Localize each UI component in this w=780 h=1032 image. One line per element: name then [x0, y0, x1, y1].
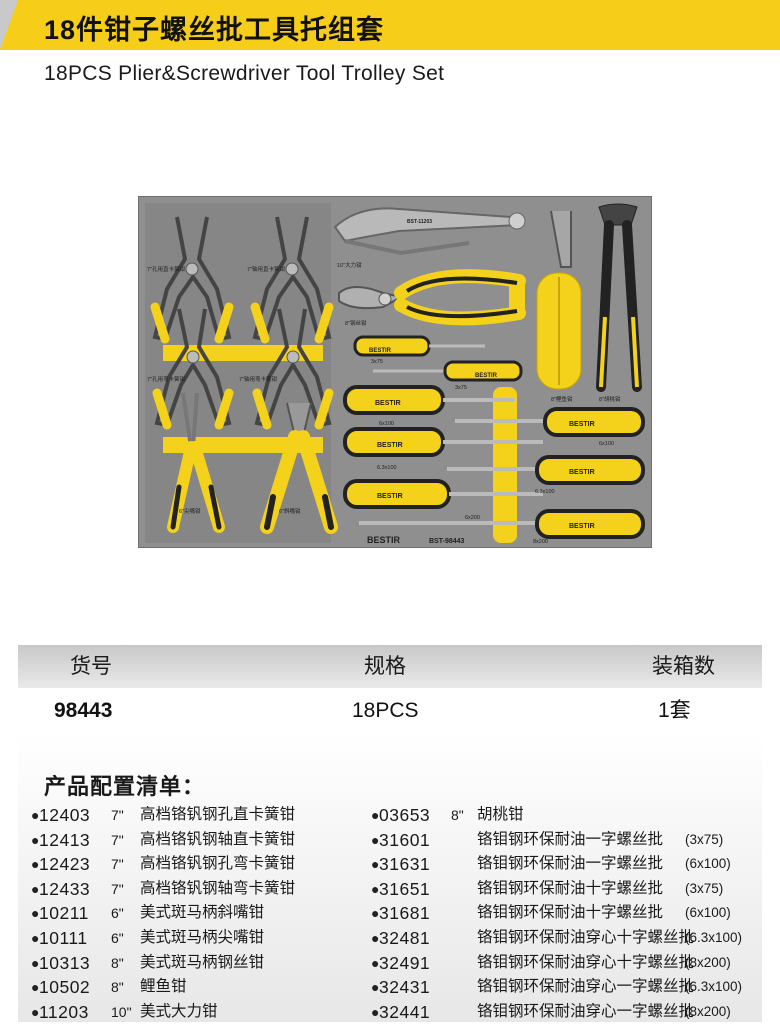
screwdriver-icon	[343, 427, 543, 457]
tray-label: 7"轴用弯卡簧钳	[239, 375, 278, 383]
tray-label: 6x200	[465, 515, 480, 521]
tray-label: 6x100	[599, 441, 614, 447]
tray-label: 3x75	[371, 359, 383, 365]
product-title-cn: 18件钳子螺丝批工具托组套	[44, 15, 385, 45]
header-item-code: 货号	[70, 655, 112, 678]
tray-label: 8"钢丝钳	[345, 319, 367, 327]
tray-label: 6"尖嘴钳	[179, 507, 201, 515]
slip-joint-plier-icon	[536, 210, 582, 390]
screwdriver-icon	[455, 407, 645, 437]
locking-plier-mark: BST-11203	[407, 219, 432, 225]
tray-label: 8"鲤鱼钳	[551, 395, 573, 403]
tray-label: 6"斜嘴钳	[279, 507, 301, 515]
tray-label: 7"孔用弯卡簧钳	[147, 375, 186, 383]
screwdriver-icon	[373, 360, 523, 382]
item-qty: 1套	[658, 699, 691, 722]
end-cutting-plier-icon	[596, 203, 642, 392]
header-spec: 规格	[364, 655, 406, 678]
tray-model: BST-98443	[429, 538, 465, 545]
tool-tray-photo: 7"孔用直卡簧钳 7"轴用直卡簧钳 7"孔用弯卡簧钳 7"轴用弯卡簧钳 6"尖嘴…	[138, 196, 652, 548]
foam-insert	[163, 437, 323, 453]
item-spec: 18PCS	[352, 699, 419, 722]
product-title-en: 18PCS Plier&Screwdriver Tool Trolley Set	[44, 62, 445, 85]
tray-label: 6x100	[379, 421, 394, 427]
brand-mark: BESTIR	[569, 421, 595, 428]
circlip-plier-icon	[250, 216, 334, 344]
tray-brand: BESTIR	[367, 535, 401, 545]
screwdriver-icon	[359, 509, 645, 539]
tray-label: 8"胡桃钳	[599, 395, 621, 403]
diagonal-plier-icon	[260, 402, 338, 534]
tray-label: 7"轴用直卡簧钳	[247, 265, 286, 273]
locking-plier-icon	[333, 207, 526, 256]
spec-table-header: 货号 规格 装箱数	[18, 645, 762, 688]
brand-mark: BESTIR	[569, 469, 595, 476]
brand-mark: BESTIR	[475, 373, 498, 379]
tool-tray-illustration: 7"孔用直卡簧钳 7"轴用直卡簧钳 7"孔用弯卡簧钳 7"轴用弯卡簧钳 6"尖嘴…	[145, 203, 645, 545]
brand-mark: BESTIR	[569, 523, 595, 530]
circlip-plier-icon	[150, 216, 234, 344]
screwdriver-icon	[343, 385, 515, 415]
circlip-plier-icon	[252, 308, 334, 430]
tray-label: 6.3x100	[535, 489, 555, 495]
combination-plier-icon	[338, 269, 526, 326]
brand-mark: BESTIR	[375, 400, 401, 407]
long-nose-plier-icon	[167, 392, 225, 533]
screwdriver-icon	[353, 335, 485, 357]
circlip-plier-icon	[152, 308, 234, 430]
brand-mark: BESTIR	[377, 442, 403, 449]
spec-table-row: 98443 18PCS 1套	[18, 688, 762, 733]
title-notch	[0, 0, 18, 50]
tray-label: 6.3x100	[377, 465, 397, 471]
tray-label: 10"大力钳	[337, 261, 362, 269]
header-qty: 装箱数	[652, 655, 715, 678]
title-band	[0, 0, 780, 50]
tray-label: 7"孔用直卡簧钳	[147, 265, 186, 273]
brand-mark: BESTIR	[377, 493, 403, 500]
screwdriver-icon	[343, 479, 543, 509]
foam-insert	[493, 387, 517, 543]
tray-label: 3x75	[455, 385, 467, 391]
tray-label: 8x200	[533, 539, 548, 545]
screwdriver-icon	[447, 455, 645, 485]
item-code: 98443	[54, 699, 113, 722]
contents-title: 产品配置清单：	[44, 774, 206, 799]
brand-mark: BESTIR	[369, 348, 392, 354]
